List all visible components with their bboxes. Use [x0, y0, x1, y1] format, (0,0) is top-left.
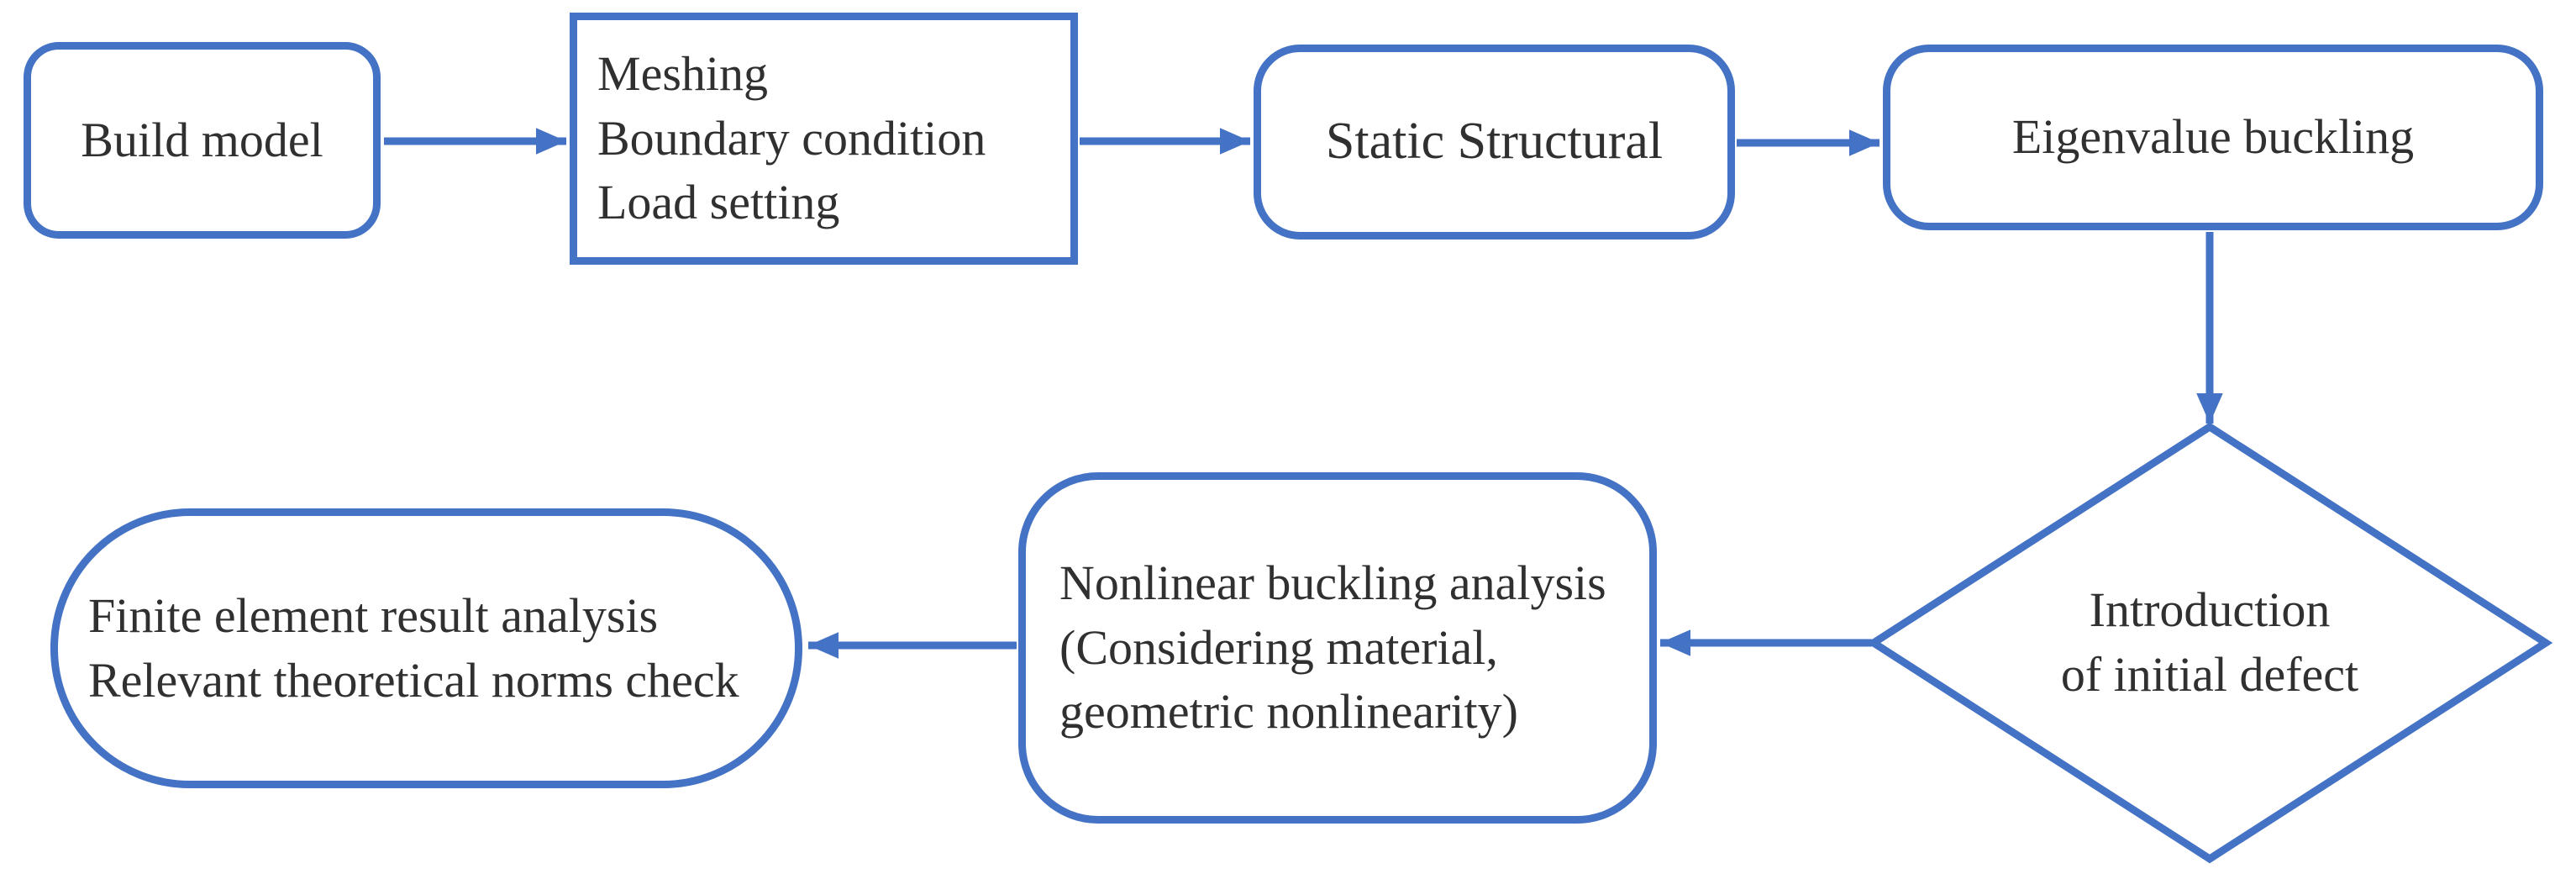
node-label-line: Build model — [81, 112, 323, 167]
node-result-check: Finite element result analysis Relevant … — [50, 508, 802, 788]
node-nonlinear-buckling: Nonlinear buckling analysis (Considering… — [1018, 472, 1657, 824]
node-eigenvalue-buckling: Eigenvalue buckling — [1883, 45, 2543, 230]
node-label-line: Static Structural — [1325, 113, 1664, 171]
node-build-model: Build model — [24, 42, 381, 239]
node-static-structural: Static Structural — [1254, 45, 1735, 239]
node-label-line: Eigenvalue buckling — [2011, 109, 2415, 165]
initial-defect-diamond-shape — [1866, 422, 2553, 864]
node-label-line: geometric nonlinearity) — [1059, 684, 1518, 740]
node-label-line: Introduction — [2089, 582, 2331, 638]
node-label-line: Load setting — [597, 175, 840, 230]
node-preprocessing: Meshing Boundary condition Load setting — [570, 13, 1078, 265]
node-label-line: Finite element result analysis — [88, 587, 659, 643]
node-label-line: Meshing — [597, 46, 768, 102]
node-label-line: Nonlinear buckling analysis — [1059, 555, 1606, 611]
node-label-line: of initial defect — [2060, 647, 2359, 702]
node-initial-defect-label: Introduction of initial defect — [2000, 529, 2420, 756]
node-label-line: Relevant theoretical norms check — [88, 652, 739, 708]
node-label-line: (Considering material, — [1059, 619, 1498, 675]
node-label-line: Boundary condition — [597, 110, 986, 166]
